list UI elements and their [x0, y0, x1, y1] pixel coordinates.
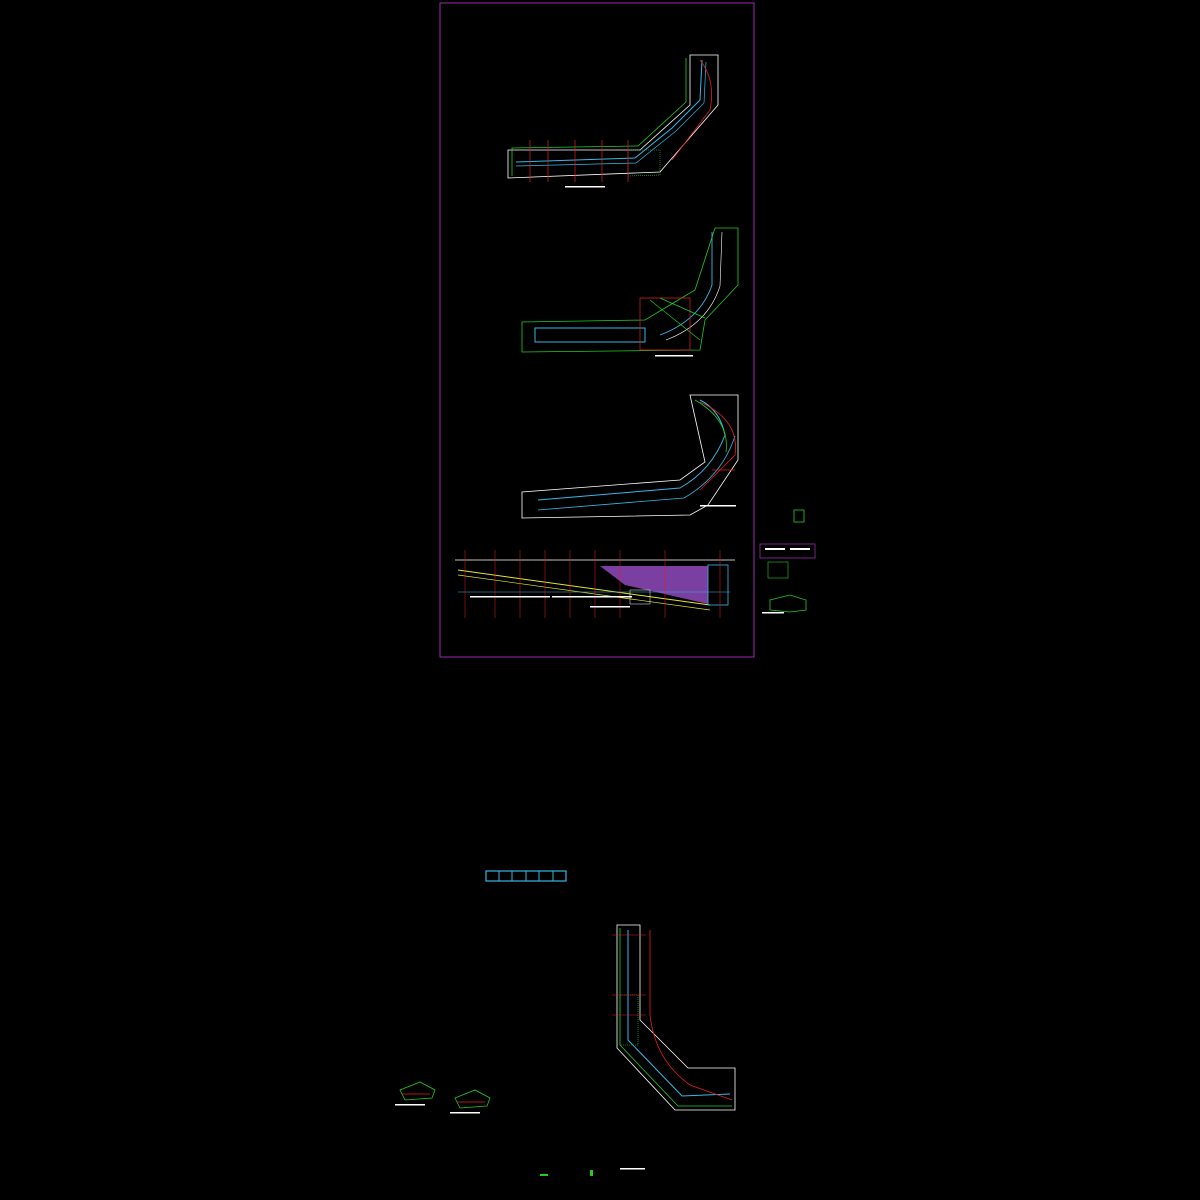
plan-3-red-arc: [699, 401, 736, 491]
bottom-mark-2: [590, 1170, 593, 1176]
plan-1-outline: [507, 54, 719, 179]
beam-elevation: [485, 870, 567, 882]
detail-sketch-2: [454, 1089, 491, 1109]
detail-section-sketch: [769, 594, 807, 613]
section-note-row-1: [470, 596, 550, 598]
lower-plan-red-curve: [649, 930, 733, 1101]
plan-view-2: [521, 227, 739, 357]
longitudinal-section: [455, 550, 735, 618]
plan-2-outline: [521, 227, 739, 353]
detail-table-inner-1: [765, 548, 785, 550]
plan-2-water-channel: [534, 327, 646, 343]
detail-table-inner-2: [790, 548, 810, 550]
section-slope-line: [457, 569, 711, 606]
detail-small-box: [793, 509, 805, 523]
plan-3-water-channel-2: [537, 435, 736, 511]
plan-3-outline: [521, 394, 739, 519]
plan-view-1: [507, 54, 719, 188]
plan-1-water-channel: [515, 59, 703, 163]
detail-note-block: [767, 561, 789, 579]
lower-plan-outline: [616, 924, 736, 1111]
lower-plan-caption-line: [620, 1168, 645, 1170]
plan-2-curve-water-2: [665, 231, 723, 341]
plan-1-caption-line: [565, 186, 605, 188]
plan-3-green-arc: [694, 399, 727, 453]
section-slope-line-2: [457, 574, 711, 611]
side-detail-group: [759, 509, 816, 614]
section-legend-block: [629, 589, 651, 605]
plan-2-curve-water: [659, 232, 713, 336]
section-fill-wedge: [600, 566, 708, 604]
detail-sketch-1: [399, 1081, 436, 1101]
plan-1-water-channel-2: [515, 61, 707, 167]
drawing-sheet-frame: [439, 2, 755, 658]
lower-plan-view: [612, 924, 736, 1170]
lower-detail-sketches: [395, 1081, 491, 1114]
section-caption-line: [590, 606, 630, 608]
section-note-row-2: [552, 596, 632, 598]
lower-plan-water: [627, 930, 731, 1097]
plan-1-hatch-zone: [627, 149, 661, 177]
plan-2-red-box: [639, 297, 691, 351]
plan-2-green-tangent: [649, 297, 706, 341]
detail-sketch-1-caption: [395, 1104, 425, 1106]
detail-sketch-2-caption: [450, 1112, 480, 1114]
detail-table-box: [759, 543, 816, 559]
detail-section-caption: [762, 612, 784, 614]
plan-view-3: [521, 394, 739, 519]
lower-plan-boundary: [619, 928, 732, 1107]
plan-1-red-curve: [671, 59, 713, 161]
plan-1-boundary: [511, 58, 687, 176]
plan-2-caption-line: [655, 355, 693, 357]
bottom-mark-1: [540, 1174, 548, 1176]
plan-3-caption-line: [700, 505, 736, 507]
section-structure: [707, 564, 729, 606]
